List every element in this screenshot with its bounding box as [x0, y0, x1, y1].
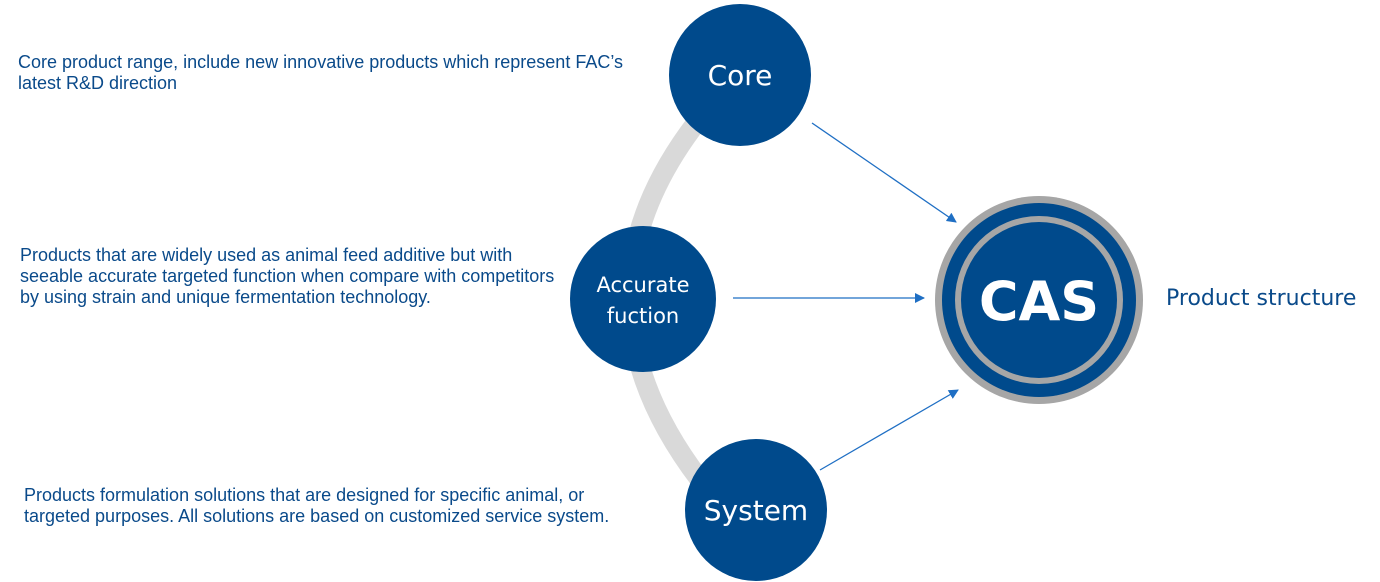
description-accurate: Products that are widely used as animal … — [20, 245, 555, 307]
node-system-label: System — [704, 494, 808, 527]
description-core: Core product range, include new innovati… — [18, 52, 623, 93]
node-accurate-function: Accurate fuction — [570, 226, 716, 372]
arrow-system-to-cas — [819, 389, 959, 471]
arrow-core-to-cas — [811, 122, 957, 223]
product-structure-label: Product structure — [1166, 286, 1357, 311]
hub-label: CAS — [979, 270, 1099, 333]
hub-cas: CAS — [935, 196, 1143, 404]
hub-inner-fill — [961, 222, 1117, 378]
system-circle-icon — [685, 439, 827, 581]
accurate-circle-icon — [570, 226, 716, 372]
node-core: Core — [669, 4, 811, 146]
core-circle-icon — [669, 4, 811, 146]
node-core-label: Core — [708, 59, 773, 92]
description-system: Products formulation solutions that are … — [24, 485, 610, 526]
node-accurate-label-line2: fuction — [607, 304, 679, 328]
node-accurate-label-line1: Accurate — [596, 273, 689, 297]
node-system: System — [685, 439, 827, 581]
